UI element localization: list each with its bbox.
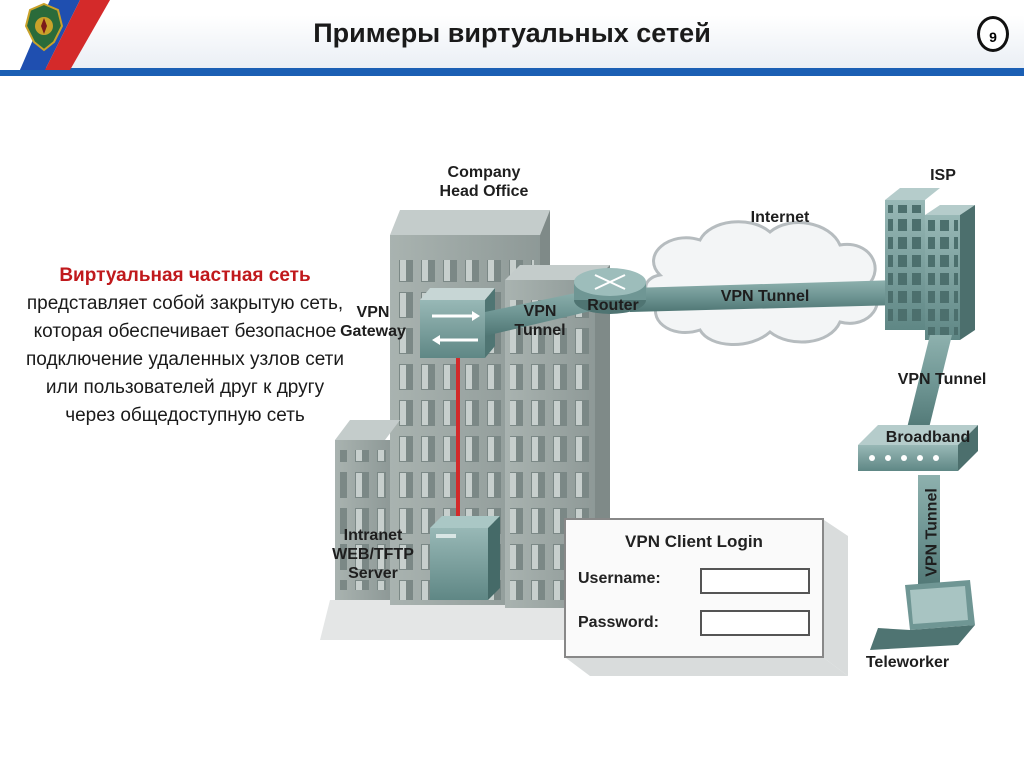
ground-shadow (320, 600, 620, 640)
emblem-flag-icon (0, 0, 110, 70)
username-label: Username: (578, 570, 661, 587)
vpn-tunnel-label-gateway: VPN Tunnel (500, 302, 580, 340)
company-label-line2: Head Office (439, 183, 529, 200)
vpn-gateway-label: VPN Gateway (333, 303, 413, 341)
isp-label: ISP (930, 167, 956, 184)
broadband-label: Broadband (885, 429, 971, 446)
vpn-gateway-icon (420, 288, 495, 358)
lan-link (456, 358, 460, 518)
server-label-line3: Server (348, 565, 398, 582)
low-building (335, 420, 400, 600)
laptop-icon (870, 580, 975, 650)
vpn-gateway-label-line2: Gateway (340, 323, 406, 340)
tunnel-isp-broadband (906, 335, 952, 432)
vpn-client-login-box: VPN Client Login Username: Password: (564, 518, 824, 658)
tunnel-router-isp (630, 280, 900, 312)
vpn-description: Виртуальная частная сеть представляет со… (20, 262, 350, 430)
description-highlight: Виртуальная частная сеть (59, 265, 311, 286)
login-title: VPN Client Login (625, 532, 763, 551)
broadband-modem-icon (858, 425, 978, 471)
intranet-server-label: Intranet WEB/TFTP Server (323, 526, 423, 583)
header-bar (0, 68, 1024, 76)
vpn-gateway-label-line1: VPN (356, 304, 390, 321)
isp-building-icon (885, 188, 975, 340)
tunnel-gateway-router (485, 290, 595, 336)
teleworker-label: Teleworker (865, 654, 950, 671)
internet-cloud-icon (644, 220, 879, 346)
company-head-office-label: Company Head Office (424, 163, 544, 201)
company-label-line1: Company (447, 164, 521, 181)
server-label-line2: WEB/TFTP (332, 546, 414, 563)
vpn-tunnel-main-label: VPN Tunnel (720, 288, 810, 305)
username-field (700, 568, 810, 594)
server-icon (430, 516, 500, 600)
router-icon (574, 268, 646, 314)
tunnel-broadband-teleworker (918, 475, 940, 590)
vpn-tunnel-label-line1: VPN (523, 303, 557, 320)
server-label-line1: Intranet (343, 527, 403, 544)
slide-header (0, 0, 1024, 76)
description-text: представляет собой закрытую сеть, котора… (26, 293, 344, 426)
vpn-tunnel-vertical-label: VPN Tunnel (923, 488, 941, 577)
vpn-tunnel-label-line2: Tunnel (514, 322, 566, 339)
password-field (700, 610, 810, 636)
router-label: Router (587, 297, 639, 314)
vpn-tunnel-isp-label: VPN Tunnel (897, 371, 987, 388)
internet-label: Internet (750, 209, 810, 226)
page-number-badge: 9 (977, 16, 1009, 52)
emblem-icon (24, 2, 64, 52)
password-label: Password: (578, 614, 659, 631)
page-title: Примеры виртуальных сетей (313, 18, 711, 48)
